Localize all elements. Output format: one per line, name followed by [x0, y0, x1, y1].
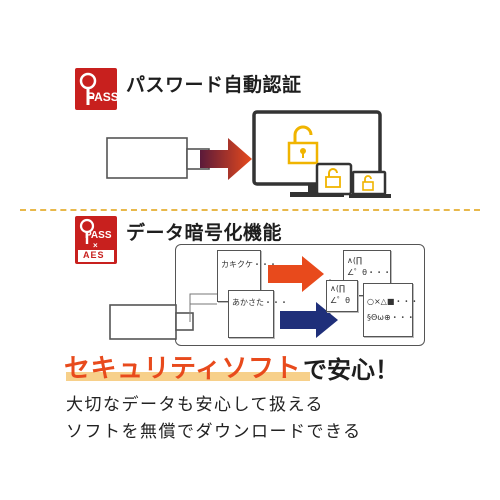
arrow-right-icon: [280, 302, 338, 338]
headline-main: セキュリティソフト: [64, 354, 301, 384]
laptop-icon: [349, 170, 391, 198]
pass-logo: PASS: [75, 68, 119, 110]
body-line-1: 大切なデータも安心して扱える: [66, 395, 324, 415]
plain-document-card: あかさた・・・: [228, 290, 288, 338]
body-line-2: ソフトを無償でダウンロードできる: [66, 422, 362, 442]
logo-cross-text: ×: [93, 241, 98, 250]
pass-logo-text: PASS: [87, 90, 119, 104]
section2-title: データ暗号化機能: [126, 222, 283, 244]
headline-highlight: [66, 372, 310, 381]
encrypted-document-card: ∧(∏ ∠゜θ: [326, 280, 358, 312]
pass-logo-text: PASS: [85, 230, 112, 241]
section1-title: パスワード自動認証: [126, 74, 302, 96]
section-divider: [20, 209, 480, 211]
lock-open-icon: [287, 125, 319, 165]
card-text: ○×△■・・・ §Θω⊕・・・: [367, 297, 419, 322]
encrypted-document-card: ○×△■・・・ §Θω⊕・・・: [363, 283, 418, 337]
card-text: カキクケ・・・: [221, 260, 277, 269]
pass-aes-logo: PASS × AES: [75, 216, 117, 264]
key-icon: [79, 72, 97, 105]
card-text: あかさた・・・: [232, 298, 288, 307]
tablet-icon: [315, 162, 353, 196]
key-icon: [79, 218, 95, 244]
card-text: ∧(∏ ∠゜θ・・・: [347, 256, 392, 277]
usb-drive-icon: [109, 304, 194, 340]
arrow-right-icon: [268, 256, 324, 292]
usb-drive-icon: [106, 137, 210, 179]
arrow-right-icon: [200, 138, 252, 180]
aes-logo-text: AES: [83, 250, 105, 260]
headline-suffix: で安心！: [303, 356, 399, 384]
card-text: ∧(∏ ∠゜θ: [330, 284, 351, 305]
